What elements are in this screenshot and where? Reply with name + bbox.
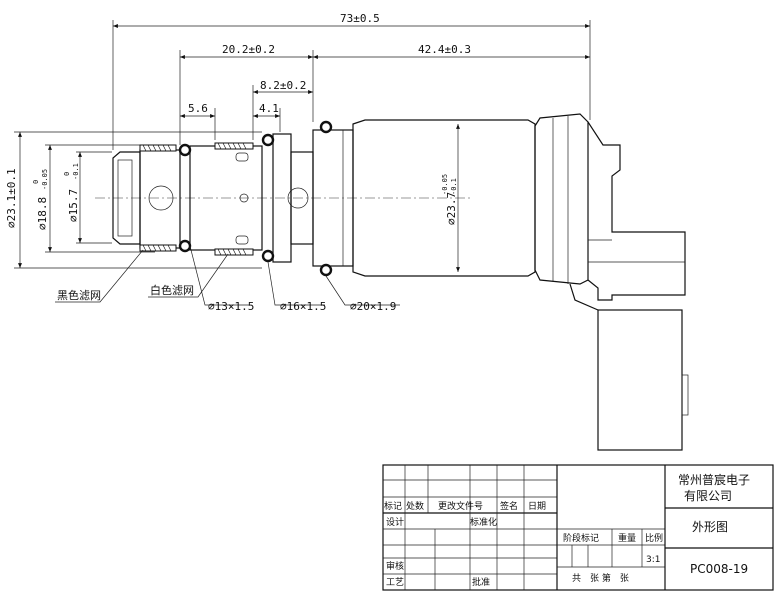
dim-dia-18-8-tol-lower: -0.05 bbox=[41, 169, 49, 190]
tb-stage-mark: 阶段标记 bbox=[563, 532, 599, 544]
tb-drawing-title: 外形图 bbox=[692, 520, 728, 534]
label-oring-13: ⌀13×1.5 bbox=[208, 300, 254, 313]
tb-review: 审核 bbox=[386, 560, 404, 572]
dim-dia-23-7-tol-upper: -0.05 bbox=[441, 174, 449, 195]
dim-20-2: 20.2±0.2 bbox=[222, 43, 275, 56]
tb-mark: 标记 bbox=[384, 500, 402, 512]
dim-dia-23-1: ⌀23.1±0.1 bbox=[5, 168, 18, 228]
oring-13-top bbox=[178, 143, 192, 157]
tb-design: 设计 bbox=[386, 516, 404, 528]
oring-13-bottom bbox=[178, 239, 192, 253]
tb-date: 日期 bbox=[528, 501, 546, 512]
tb-scale-value: 3:1 bbox=[646, 555, 660, 565]
label-oring-20: ⌀20×1.9 bbox=[350, 300, 396, 313]
dim-dia-15-7-tol-upper: 0 bbox=[63, 172, 71, 176]
title-block bbox=[382, 464, 774, 591]
label-black-filter: 黑色滤网 bbox=[57, 288, 101, 302]
dimension-lines bbox=[18, 24, 590, 272]
oring-20-bottom bbox=[319, 263, 333, 277]
tb-weight: 重量 bbox=[618, 532, 636, 544]
tb-company-line2: 有限公司 bbox=[684, 489, 732, 503]
tb-standardize: 标准化 bbox=[470, 516, 497, 528]
callout-leaders bbox=[55, 245, 400, 306]
extension-lines bbox=[14, 20, 591, 269]
dim-dia-18-8: ⌀18.8 bbox=[36, 197, 49, 230]
label-oring-16: ⌀16×1.5 bbox=[280, 300, 326, 313]
dim-4-1: 4.1 bbox=[259, 102, 279, 115]
dim-8-2: 8.2±0.2 bbox=[260, 79, 306, 92]
tb-process: 工艺 bbox=[386, 577, 404, 588]
dim-dia-15-7-tol-lower: -0.1 bbox=[72, 163, 80, 180]
dim-dia-23-7-tol-lower: -0.1 bbox=[450, 178, 458, 195]
tb-company-line1: 常州普宸电子 bbox=[678, 472, 750, 487]
dim-42-4: 42.4±0.3 bbox=[418, 43, 471, 56]
dim-overall-length: 73±0.5 bbox=[340, 12, 380, 25]
tb-drawing-number: PC008-19 bbox=[690, 562, 748, 576]
dim-5-6: 5.6 bbox=[188, 102, 208, 115]
valve-body bbox=[112, 113, 689, 451]
dim-dia-23-7: ⌀23.7 bbox=[445, 192, 458, 225]
oring-16-top bbox=[261, 133, 275, 147]
label-white-filter: 白色滤网 bbox=[150, 283, 194, 297]
tb-change-doc: 更改文件号 bbox=[438, 500, 483, 512]
tb-sheets: 共 张 第 张 bbox=[572, 572, 629, 584]
oring-20-top bbox=[319, 120, 333, 134]
dim-dia-15-7: ⌀15.7 bbox=[67, 189, 80, 222]
tb-scale-label: 比例 bbox=[645, 532, 663, 544]
tb-count: 处数 bbox=[406, 500, 424, 512]
oring-16-bottom bbox=[261, 249, 275, 263]
tb-signature: 签名 bbox=[500, 500, 518, 512]
tb-approve: 批准 bbox=[472, 576, 490, 588]
dim-dia-18-8-tol-upper: 0 bbox=[32, 180, 40, 184]
